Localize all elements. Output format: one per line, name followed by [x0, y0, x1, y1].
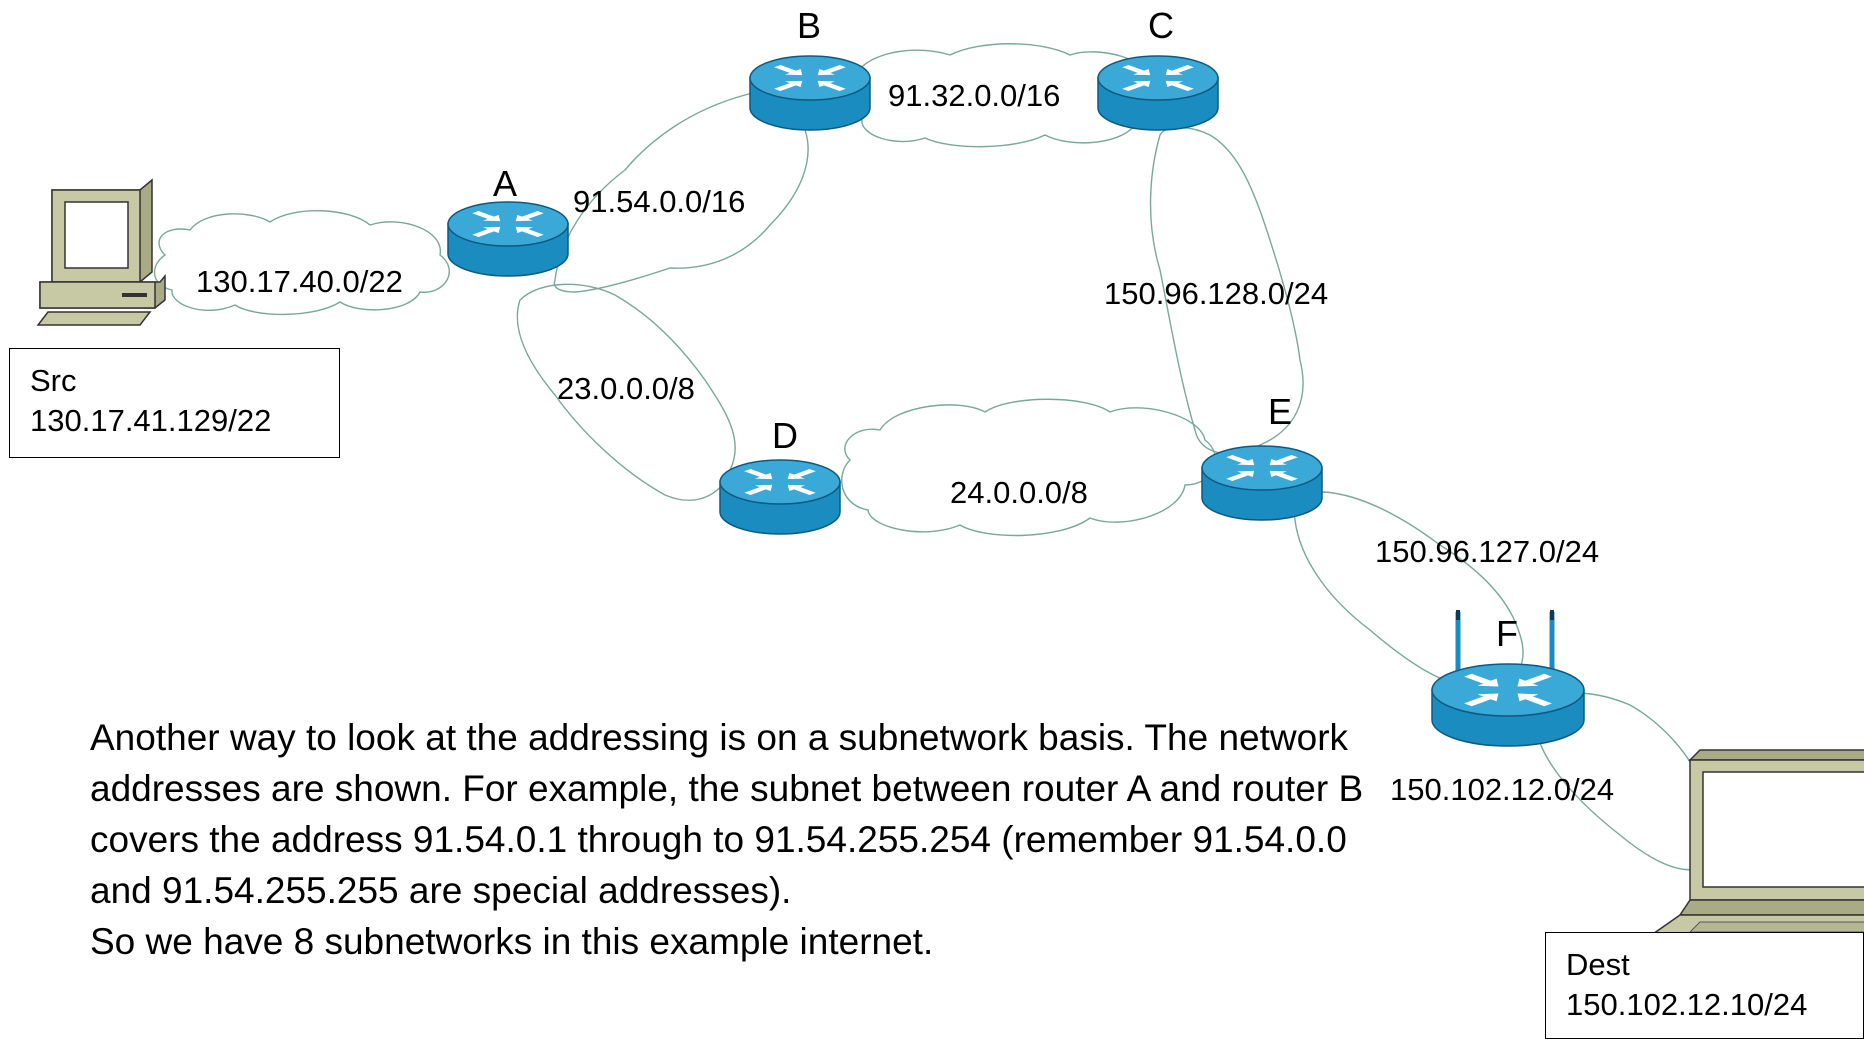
subnet-label-b-c: 91.32.0.0/16	[888, 78, 1061, 113]
subnet-label-src-a: 130.17.40.0/22	[196, 264, 403, 299]
laptop-computer-icon	[1627, 749, 1864, 959]
router-icon-d	[719, 459, 841, 535]
explanation-paragraph: Another way to look at the addressing is…	[90, 717, 1364, 911]
subnet-count-summary: So we have 8 subnetworks in this example…	[90, 921, 934, 962]
subnet-label-d-e: 24.0.0.0/8	[950, 475, 1088, 510]
subnet-label-a-d: 23.0.0.0/8	[557, 371, 695, 406]
subnet-label-f-dest: 150.102.12.0/24	[1390, 772, 1615, 807]
router-icon-c	[1097, 55, 1219, 131]
router-icon-b	[749, 55, 871, 131]
wireless-router-icon-f	[1431, 610, 1585, 747]
src-host-address: 130.17.41.129/22	[30, 403, 272, 438]
src-host-name: Src	[30, 363, 77, 398]
explanation-text: Another way to look at the addressing is…	[90, 712, 1390, 967]
router-icon-a	[447, 201, 569, 277]
router-label-c: C	[1148, 5, 1174, 46]
src-host-info-box: Src 130.17.41.129/22	[9, 348, 340, 458]
subnet-label-e-f: 150.96.127.0/24	[1375, 534, 1600, 569]
subnet-label-a-b: 91.54.0.0/16	[573, 184, 746, 219]
subnet-label-c-e: 150.96.128.0/24	[1104, 276, 1329, 311]
desktop-computer-icon	[36, 178, 166, 326]
dest-host-name: Dest	[1566, 947, 1630, 982]
cloud-e-f	[1293, 491, 1524, 691]
dest-host-address: 150.102.12.10/24	[1566, 987, 1808, 1022]
router-icon-e	[1201, 445, 1323, 521]
cloud-d-e	[841, 398, 1216, 537]
router-label-d: D	[772, 415, 798, 456]
router-label-f: F	[1496, 613, 1518, 654]
router-label-e: E	[1268, 391, 1293, 432]
cloud-c-e	[1149, 126, 1304, 455]
cloud-a-b	[553, 91, 809, 293]
cloud-src-a	[153, 209, 450, 316]
dest-host-info-box: Dest 150.102.12.10/24	[1545, 932, 1864, 1039]
router-label-b: B	[797, 5, 822, 46]
router-label-a: A	[493, 163, 518, 204]
